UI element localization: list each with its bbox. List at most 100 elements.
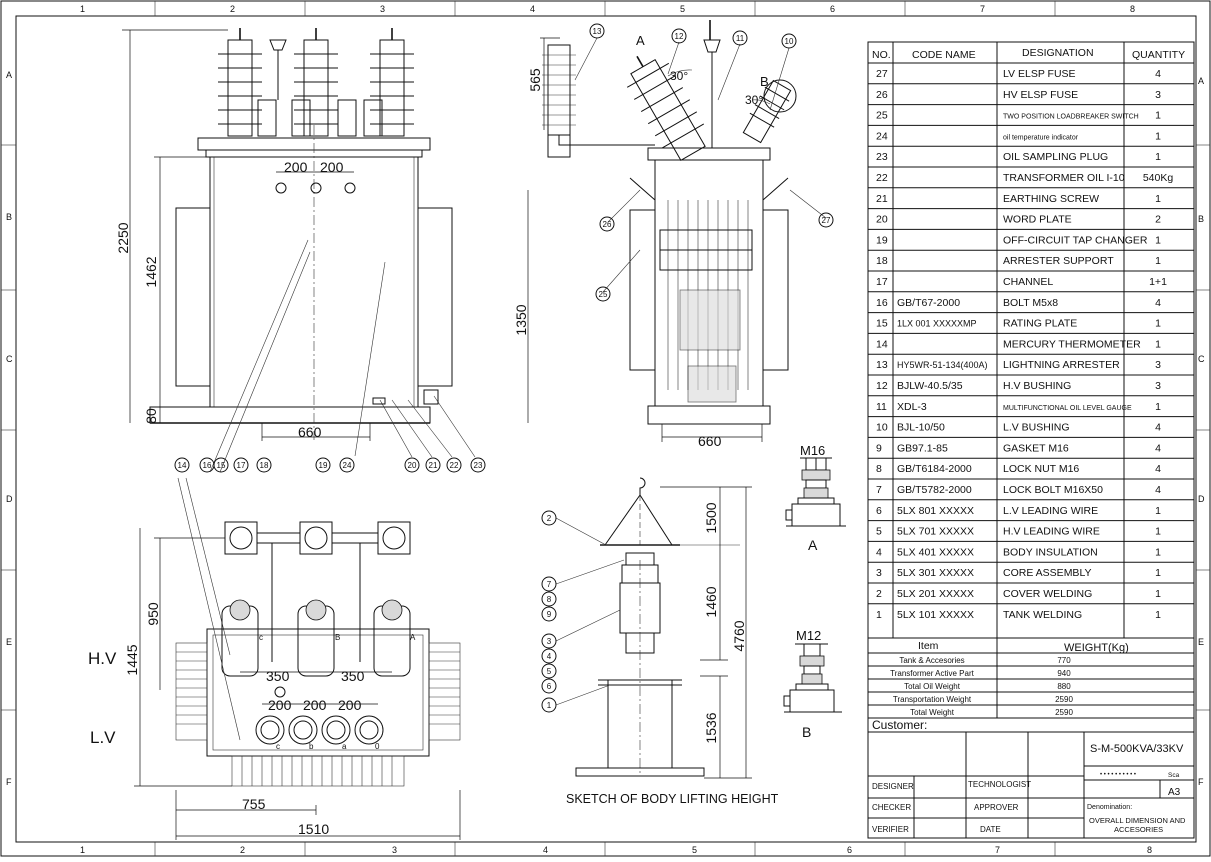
phase-b-label: B (335, 633, 340, 642)
table-cell-designation: BOLT M5x8 (1003, 297, 1058, 309)
dim-front-total-height: 2250 (115, 222, 131, 253)
callout-27: 27 (818, 212, 834, 228)
callout-26: 26 (599, 216, 615, 232)
weight-header-weight: WEIGHT(Kg) (1064, 642, 1129, 654)
approver-label: APPROVER (974, 803, 1019, 812)
callout-16: 16 (199, 457, 215, 473)
sketch-callouts: 2 7 8 9 3 4 5 6 1 (541, 510, 557, 713)
table-cell-no: 15 (876, 318, 888, 330)
table-cell-designation: ARRESTER SUPPORT (1003, 255, 1114, 267)
table-cell-designation: OIL SAMPLING PLUG (1003, 151, 1108, 163)
dim-top-lv-spacing-3: 200 (338, 697, 362, 713)
dim-top-total-height: 1445 (124, 644, 140, 675)
callout-13: 13 (589, 23, 605, 39)
phase-c-label: c (259, 633, 263, 642)
svg-text:22: 22 (450, 461, 459, 470)
table-cell-no: 9 (876, 442, 882, 454)
table-cell-code: 5LX 201 XXXXX (897, 588, 974, 600)
table-cell-no: 11 (876, 401, 887, 413)
table-cell-no: 22 (876, 172, 888, 184)
grid-col-8-bottom: 8 (1147, 845, 1152, 855)
designer-label: DESIGNER (872, 782, 914, 791)
table-cell-quantity: 4 (1155, 68, 1161, 80)
table-cell-quantity: 1 (1155, 526, 1161, 538)
table-cell-quantity: 1 (1155, 151, 1161, 163)
dim-front-base-height: 80 (143, 408, 159, 424)
table-cell-quantity: 1+1 (1149, 276, 1167, 288)
grid-col-8: 8 (1130, 4, 1135, 14)
svg-text:11: 11 (736, 34, 745, 43)
table-cell-code: 5LX 101 XXXXX (897, 609, 974, 621)
svg-text:2: 2 (547, 514, 552, 523)
dim-front-tank-height: 1462 (143, 256, 159, 287)
svg-text:20: 20 (408, 461, 417, 470)
dim-lift-2: 1460 (703, 586, 719, 617)
dim-top-hv-spacing-2: 350 (341, 668, 365, 684)
callout-s8: 8 (541, 591, 557, 607)
table-cell-quantity: 3 (1155, 359, 1161, 371)
callout-s6: 6 (541, 678, 557, 694)
svg-text:17: 17 (237, 461, 246, 470)
grid-col-5: 5 (680, 4, 685, 14)
top-cover (206, 628, 430, 757)
table-cell-designation: H.V LEADING WIRE (1003, 526, 1100, 538)
weight-item: Total Weight (910, 708, 955, 717)
detail-b-label: B (802, 724, 811, 740)
dim-front-spacing-1: 200 (284, 159, 308, 175)
callout-11: 11 (732, 30, 748, 46)
front-callouts: 16 15 17 18 19 14 24 20 21 22 23 (174, 457, 486, 473)
table-cell-no: 3 (876, 567, 882, 579)
svg-text:9: 9 (547, 610, 552, 619)
dim-front-inner-height: 1350 (513, 304, 529, 335)
table-cell-no: 24 (876, 130, 888, 142)
technologist-label: TECHNOLOGIST (968, 780, 1031, 789)
table-cell-no: 1 (876, 609, 882, 621)
svg-text:24: 24 (343, 461, 352, 470)
table-cell-designation: WORD PLATE (1003, 214, 1072, 226)
grid-col-5-bottom: 5 (692, 845, 697, 855)
table-cell-code: 5LX 301 XXXXX (897, 567, 974, 579)
table-cell-designation: H.V BUSHING (1003, 380, 1071, 392)
dim-lift-3: 1536 (703, 712, 719, 743)
lv-c-label: c (276, 742, 280, 751)
lv-a-label: a (342, 742, 347, 751)
table-cell-quantity: 1 (1155, 546, 1161, 558)
checker-label: CHECKER (872, 803, 911, 812)
front-radiator-right (417, 207, 453, 387)
table-cell-code: XDL-3 (897, 401, 927, 413)
grid-row-c-right: C (1198, 354, 1205, 364)
table-cell-designation: oil temperature indicator (1003, 134, 1079, 141)
detail-a-title: M16 (800, 443, 825, 458)
dim-lift-1: 1500 (703, 502, 719, 533)
grid-row-d: D (6, 494, 13, 504)
table-cell-quantity: 540Kg (1143, 172, 1174, 184)
angle-a: 30° (670, 69, 688, 83)
callout-s1: 1 (541, 697, 557, 713)
table-cell-designation: GASKET M16 (1003, 442, 1069, 454)
dim-top-hv-spacing-1: 350 (266, 668, 290, 684)
grid-col-4: 4 (530, 4, 535, 14)
callout-s3: 3 (541, 633, 557, 649)
table-cell-designation: CORE ASSEMBLY (1003, 567, 1092, 579)
callout-25: 25 (595, 286, 611, 302)
table-cell-designation: RATING PLATE (1003, 318, 1077, 330)
svg-text:26: 26 (603, 220, 612, 229)
svg-text:8: 8 (547, 595, 552, 604)
front-dimensions (122, 29, 529, 441)
grid-col-6-bottom: 6 (847, 845, 852, 855)
svg-text:10: 10 (785, 37, 794, 46)
lv-b-label: b (309, 742, 314, 751)
